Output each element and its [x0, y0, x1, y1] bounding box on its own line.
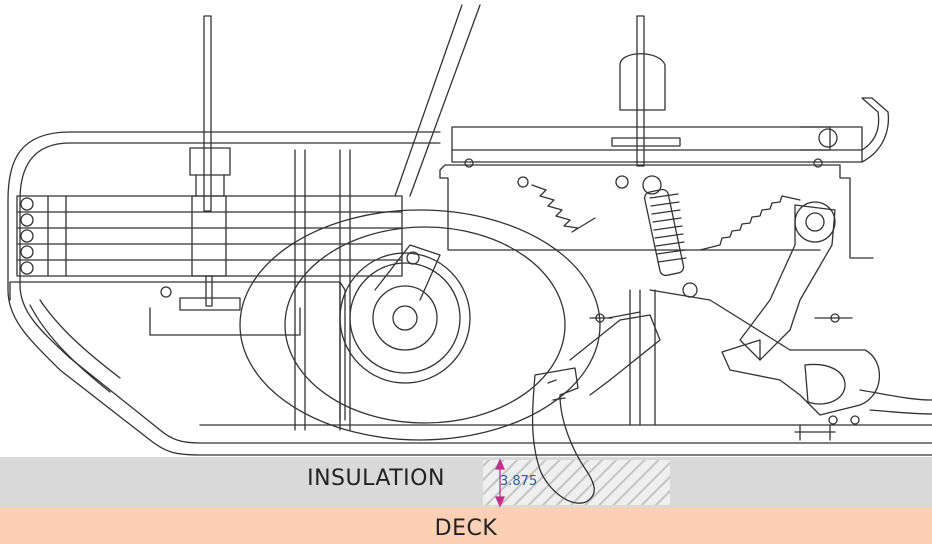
insulation-cutout-hatch [483, 460, 670, 505]
insulation-label: INSULATION [307, 466, 445, 491]
dimension-value: 3.875 [500, 474, 538, 489]
insulation-band [0, 457, 932, 507]
deck-label: DECK [434, 516, 498, 541]
dimension-arrow [494, 458, 506, 508]
machine-linework [7, 4, 932, 504]
deck-band [0, 507, 932, 544]
